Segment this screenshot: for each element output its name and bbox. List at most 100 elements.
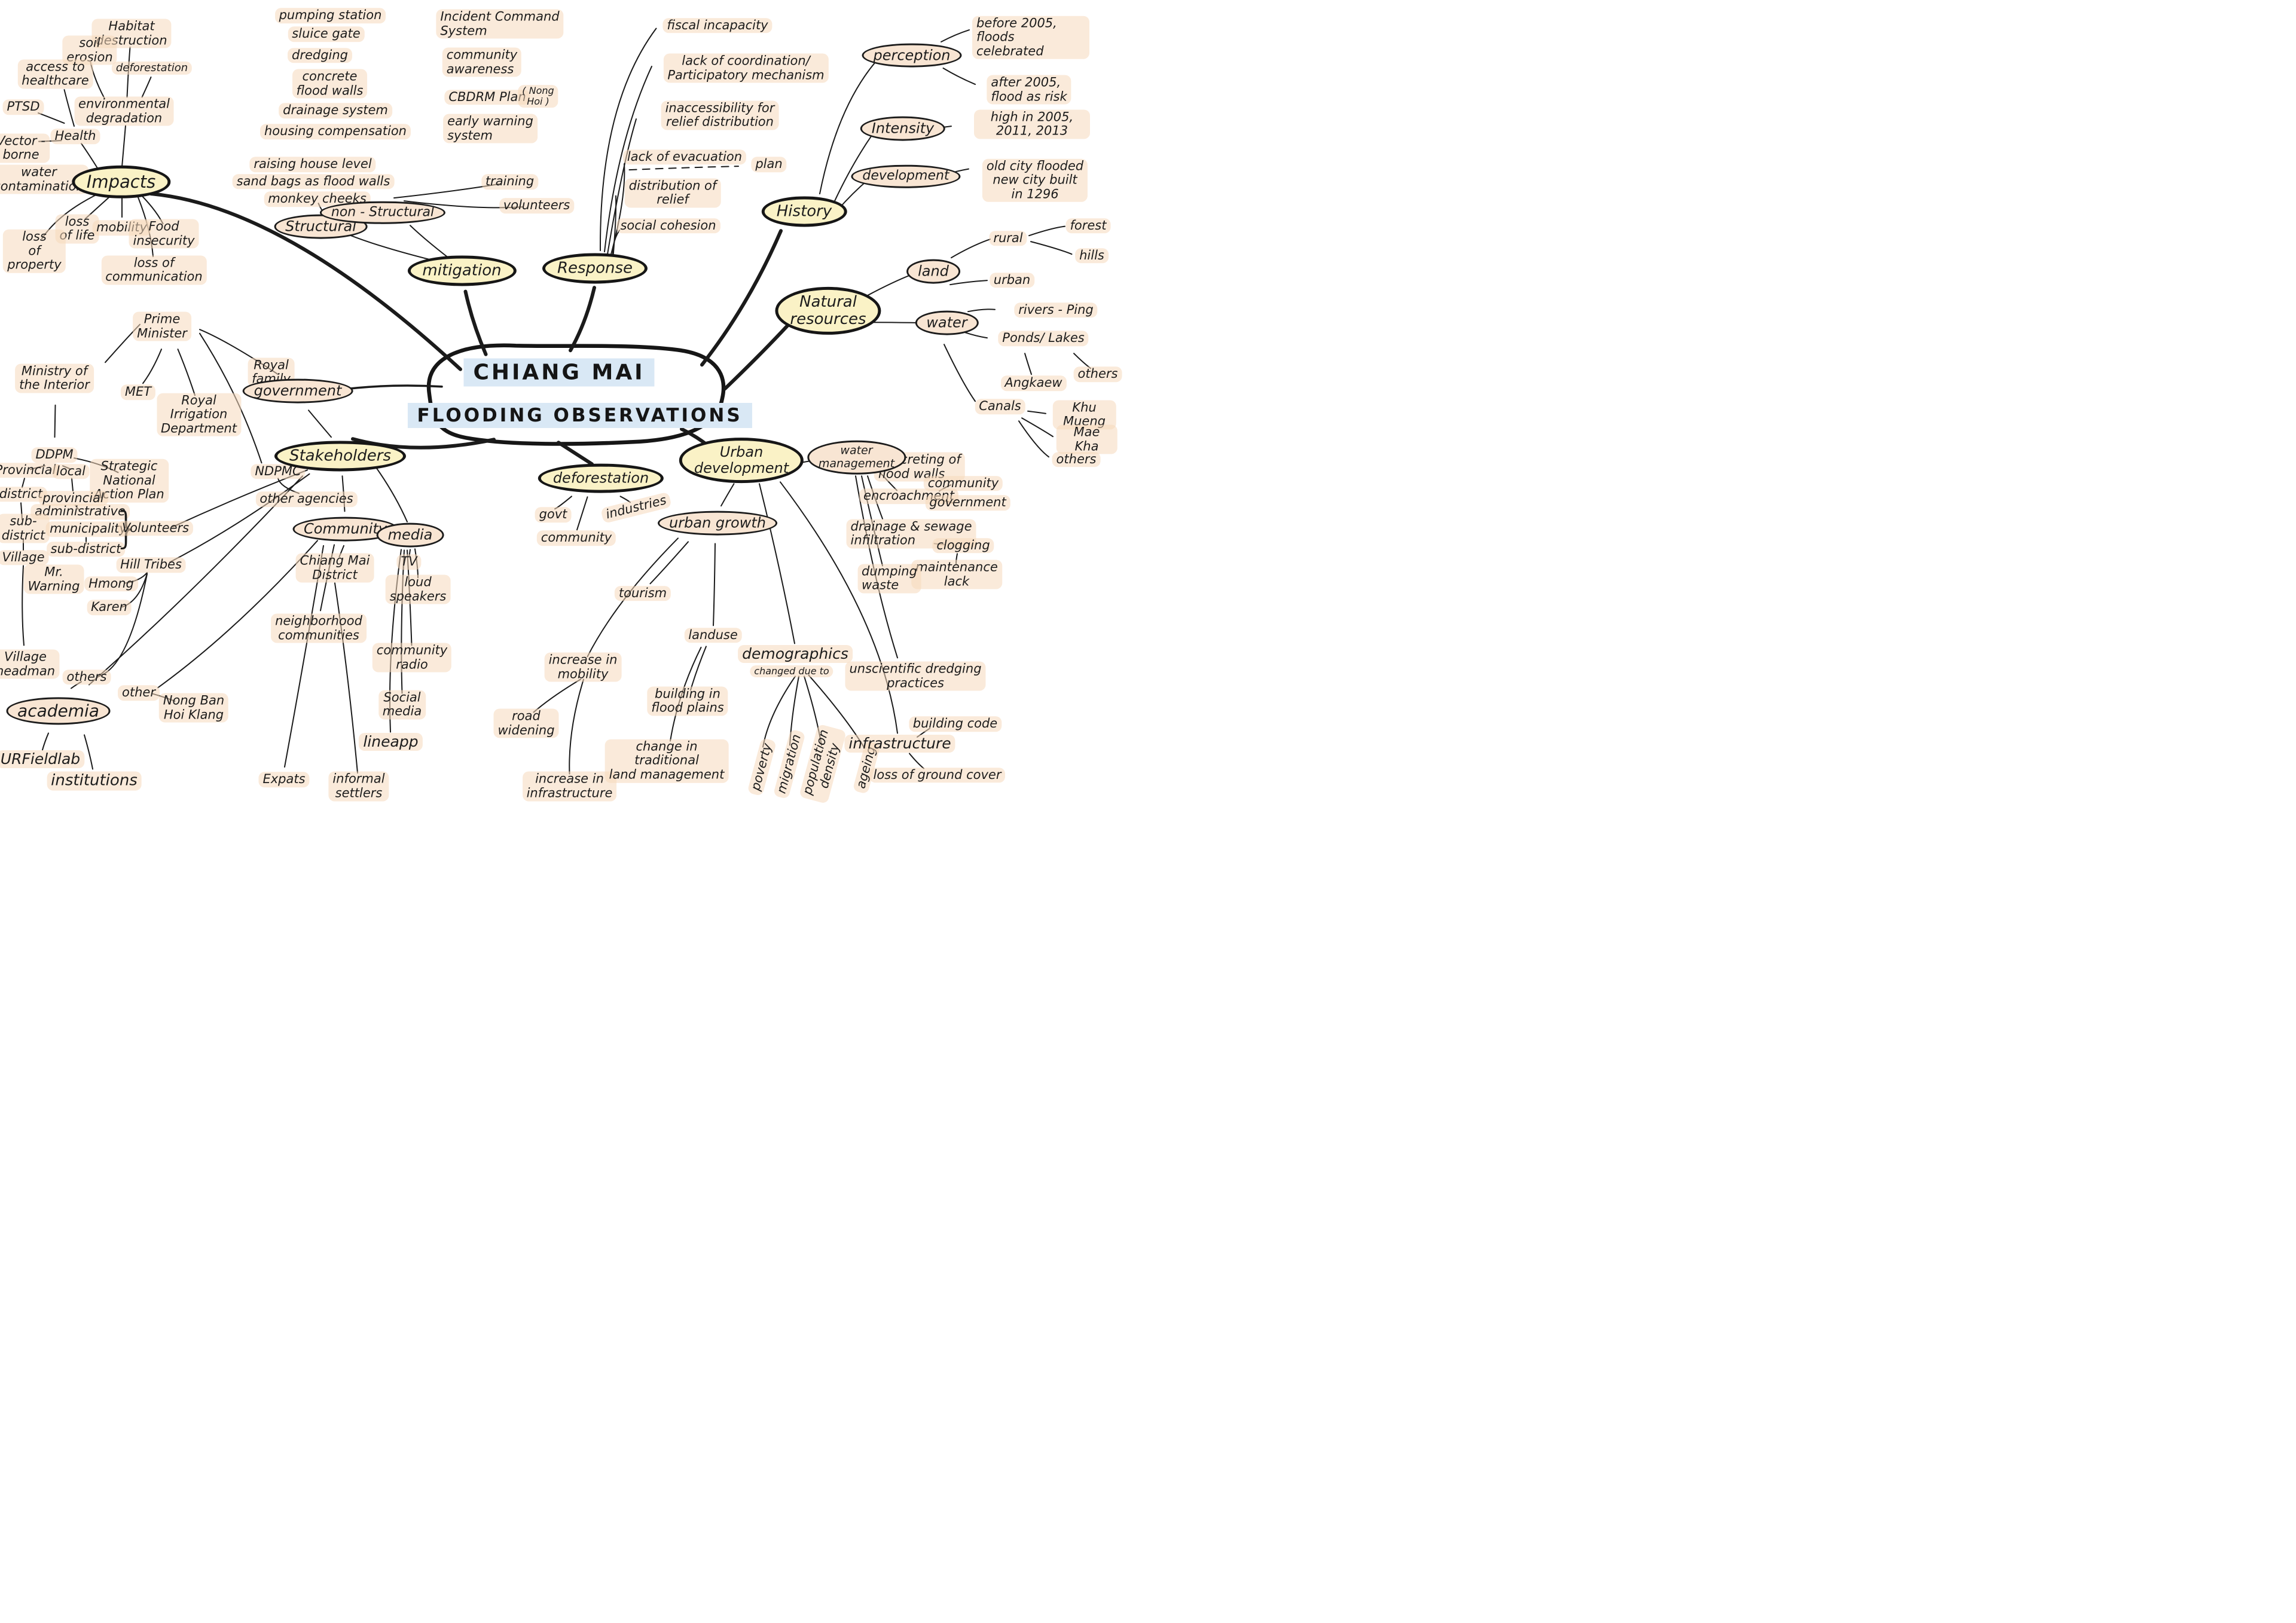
node-fiscal-incapacity: fiscal incapacity bbox=[662, 17, 773, 33]
node-met: MET bbox=[120, 384, 156, 400]
edge-52 bbox=[944, 344, 976, 402]
node-building-flood-plains: building in flood plains bbox=[647, 686, 728, 716]
edge-0 bbox=[149, 192, 462, 371]
node-increase-mobility: increase in mobility bbox=[544, 652, 622, 682]
node-social-media: Social media bbox=[378, 690, 426, 720]
node-training: training bbox=[481, 174, 539, 189]
edge-89 bbox=[334, 582, 358, 774]
node-provincial: Provincial bbox=[0, 463, 60, 478]
node-incident-command-system: Incident Command System bbox=[436, 9, 564, 39]
node-clogging: clogging bbox=[932, 538, 994, 554]
node-after-2005: after 2005, flood as risk bbox=[987, 75, 1071, 105]
node-lineapp: lineapp bbox=[359, 733, 423, 751]
node-hill-tribes: Hill Tribes bbox=[116, 557, 186, 573]
node-village-headman: Village headman bbox=[0, 649, 60, 679]
node-hmong: Hmong bbox=[84, 576, 138, 592]
node-road-widening: road widening bbox=[493, 708, 559, 738]
node-loss-of-communication: loss of communication bbox=[101, 255, 207, 285]
node-sluice-gate: sluice gate bbox=[288, 26, 365, 42]
edge-44 bbox=[951, 239, 991, 259]
node-urfieldlab: URFieldlab bbox=[0, 750, 85, 769]
node-food-insecurity: Food insecurity bbox=[129, 219, 199, 249]
node-deforestation-leaf: deforestation bbox=[111, 61, 193, 75]
edge-46 bbox=[1030, 241, 1073, 255]
node-others-canals: others bbox=[1052, 452, 1101, 467]
node-changed-due-to: changed due to bbox=[750, 665, 833, 677]
node-others-tribes: others bbox=[62, 670, 111, 685]
edge-36 bbox=[834, 134, 873, 202]
node-mae-kha: Mae Kha bbox=[1056, 424, 1118, 454]
edge-11 bbox=[63, 89, 75, 127]
node-natural-resources: Natural resources bbox=[775, 287, 881, 335]
node-village: Village bbox=[0, 550, 49, 566]
edge-105 bbox=[690, 646, 707, 691]
edge-50 bbox=[1024, 353, 1032, 375]
edge-83 bbox=[169, 473, 310, 563]
node-change-traditional: change in traditional land management bbox=[604, 739, 729, 783]
edge-49 bbox=[964, 332, 988, 339]
node-ddpm: DDPM bbox=[31, 447, 78, 463]
node-nong-hoi: ( Nong Hoi ) bbox=[518, 85, 558, 108]
node-demographics: demographics bbox=[738, 645, 853, 664]
edge-53 bbox=[1027, 410, 1046, 414]
node-urban-development: Urban development bbox=[679, 438, 804, 484]
node-others-lakes: others bbox=[1073, 366, 1122, 382]
node-water-management: water management bbox=[807, 441, 906, 475]
node-access-to-healthcare: access to healthcare bbox=[17, 59, 93, 89]
edge-109 bbox=[569, 678, 584, 775]
node-sub-district1: sub- district bbox=[0, 514, 50, 543]
node-unscientific-dredging: unscientific dredging practices bbox=[845, 661, 986, 691]
edge-58 bbox=[142, 349, 162, 384]
edge-97 bbox=[576, 496, 588, 531]
node-maintenance-lack: maintenance lack bbox=[911, 560, 1002, 589]
edge-31 bbox=[610, 163, 625, 258]
node-media: media bbox=[376, 522, 444, 548]
edge-3 bbox=[700, 229, 783, 367]
edge-67 bbox=[71, 478, 74, 492]
node-loss-of-property: loss of property bbox=[3, 229, 66, 273]
node-neighborhood-communities: neighborhood communities bbox=[271, 613, 367, 643]
node-community-radio: community radio bbox=[372, 643, 452, 673]
node-inaccessibility-relief: inaccessibility for relief distribution bbox=[661, 100, 779, 130]
edge-61 bbox=[54, 404, 56, 438]
node-drainage-system: drainage system bbox=[279, 103, 392, 118]
edge-108 bbox=[533, 678, 581, 713]
node-ptsd: PTSD bbox=[2, 99, 44, 115]
edge-80 bbox=[308, 409, 332, 438]
node-response: Response bbox=[542, 253, 648, 284]
title-line-1: CHIANG MAI bbox=[463, 358, 655, 387]
node-academia: academia bbox=[6, 697, 111, 725]
edge-1 bbox=[463, 289, 488, 356]
edge-104 bbox=[713, 543, 716, 626]
node-old-city: old city flooded new city built in 1296 bbox=[982, 158, 1088, 202]
node-government-enc: government bbox=[925, 495, 1010, 511]
node-mitigation: mitigation bbox=[407, 255, 517, 286]
edge-28 bbox=[599, 27, 657, 252]
node-cbdrm-plan: CBDRM Plan bbox=[444, 89, 530, 105]
edge-35 bbox=[819, 62, 876, 195]
edge-6 bbox=[557, 441, 594, 466]
edge-101 bbox=[759, 483, 795, 644]
node-institutions: institutions bbox=[47, 771, 142, 791]
node-royal-irrigation: Royal Irrigation Department bbox=[156, 393, 242, 437]
node-increase-infrastructure: increase in infrastructure bbox=[522, 771, 617, 801]
edge-102 bbox=[780, 481, 898, 734]
edge-77 bbox=[84, 734, 93, 770]
edge-30 bbox=[607, 118, 637, 255]
node-concrete-flood-walls: concrete flood walls bbox=[292, 69, 368, 99]
edge-103 bbox=[649, 541, 689, 585]
node-community-defor: community bbox=[536, 530, 616, 546]
node-other: other bbox=[118, 685, 160, 701]
edge-14 bbox=[121, 125, 126, 168]
node-government-oval: government bbox=[242, 378, 353, 404]
node-nong-ban-hoi-klang: Nong Ban Hoi Klang bbox=[158, 693, 229, 723]
edge-29 bbox=[604, 66, 652, 253]
edge-59 bbox=[177, 349, 196, 396]
node-sand-bags: sand bags as flood walls bbox=[232, 173, 395, 189]
edge-12 bbox=[38, 112, 65, 124]
node-karen: Karen bbox=[87, 600, 132, 616]
edge-42 bbox=[867, 273, 915, 297]
node-vector-borne: Vector - borne bbox=[0, 133, 50, 163]
node-expats: Expats bbox=[258, 772, 310, 788]
node-ministry-interior: Ministry of the Interior bbox=[15, 363, 94, 393]
